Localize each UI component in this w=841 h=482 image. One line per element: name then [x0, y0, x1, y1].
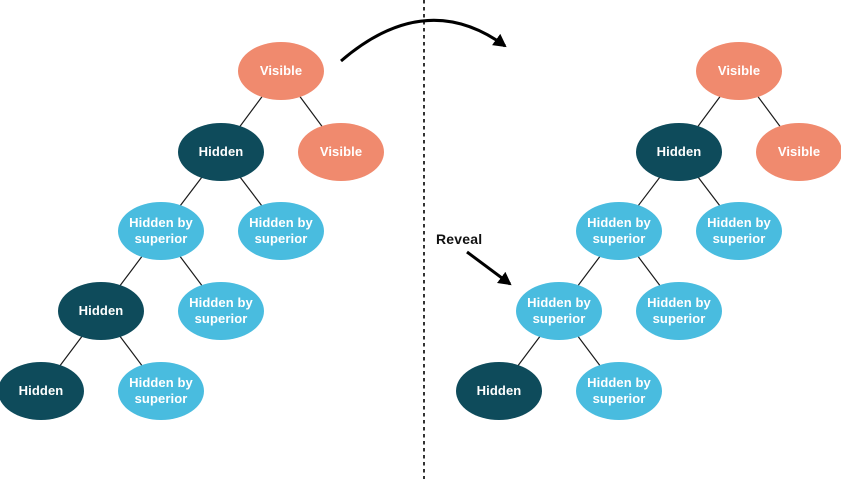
- tree-node-hidden-by-superior: Hidden by superior: [696, 202, 782, 260]
- tree-node-hidden: Hidden: [0, 362, 84, 420]
- tree-node-hidden-by-superior: Hidden by superior: [118, 362, 204, 420]
- tree-node-hidden-by-superior: Hidden by superior: [516, 282, 602, 340]
- tree-node-hidden-by-superior: Hidden by superior: [238, 202, 324, 260]
- reveal-arrow: [466, 250, 512, 286]
- tree-node-hidden: Hidden: [58, 282, 144, 340]
- tree-node-hidden-by-superior: Hidden by superior: [178, 282, 264, 340]
- tree-node-hidden: Hidden: [178, 123, 264, 181]
- reveal-annotation-label: Reveal: [436, 231, 483, 247]
- tree-node-visible: Visible: [756, 123, 841, 181]
- tree-node-hidden-by-superior: Hidden by superior: [576, 202, 662, 260]
- tree-node-hidden: Hidden: [636, 123, 722, 181]
- tree-node-hidden: Hidden: [456, 362, 542, 420]
- tree-node-visible: Visible: [696, 42, 782, 100]
- tree-node-visible: Visible: [298, 123, 384, 181]
- transition-arrow: [340, 18, 507, 63]
- tree-node-hidden-by-superior: Hidden by superior: [636, 282, 722, 340]
- tree-node-hidden-by-superior: Hidden by superior: [576, 362, 662, 420]
- tree-node-hidden-by-superior: Hidden by superior: [118, 202, 204, 260]
- tree-node-visible: Visible: [238, 42, 324, 100]
